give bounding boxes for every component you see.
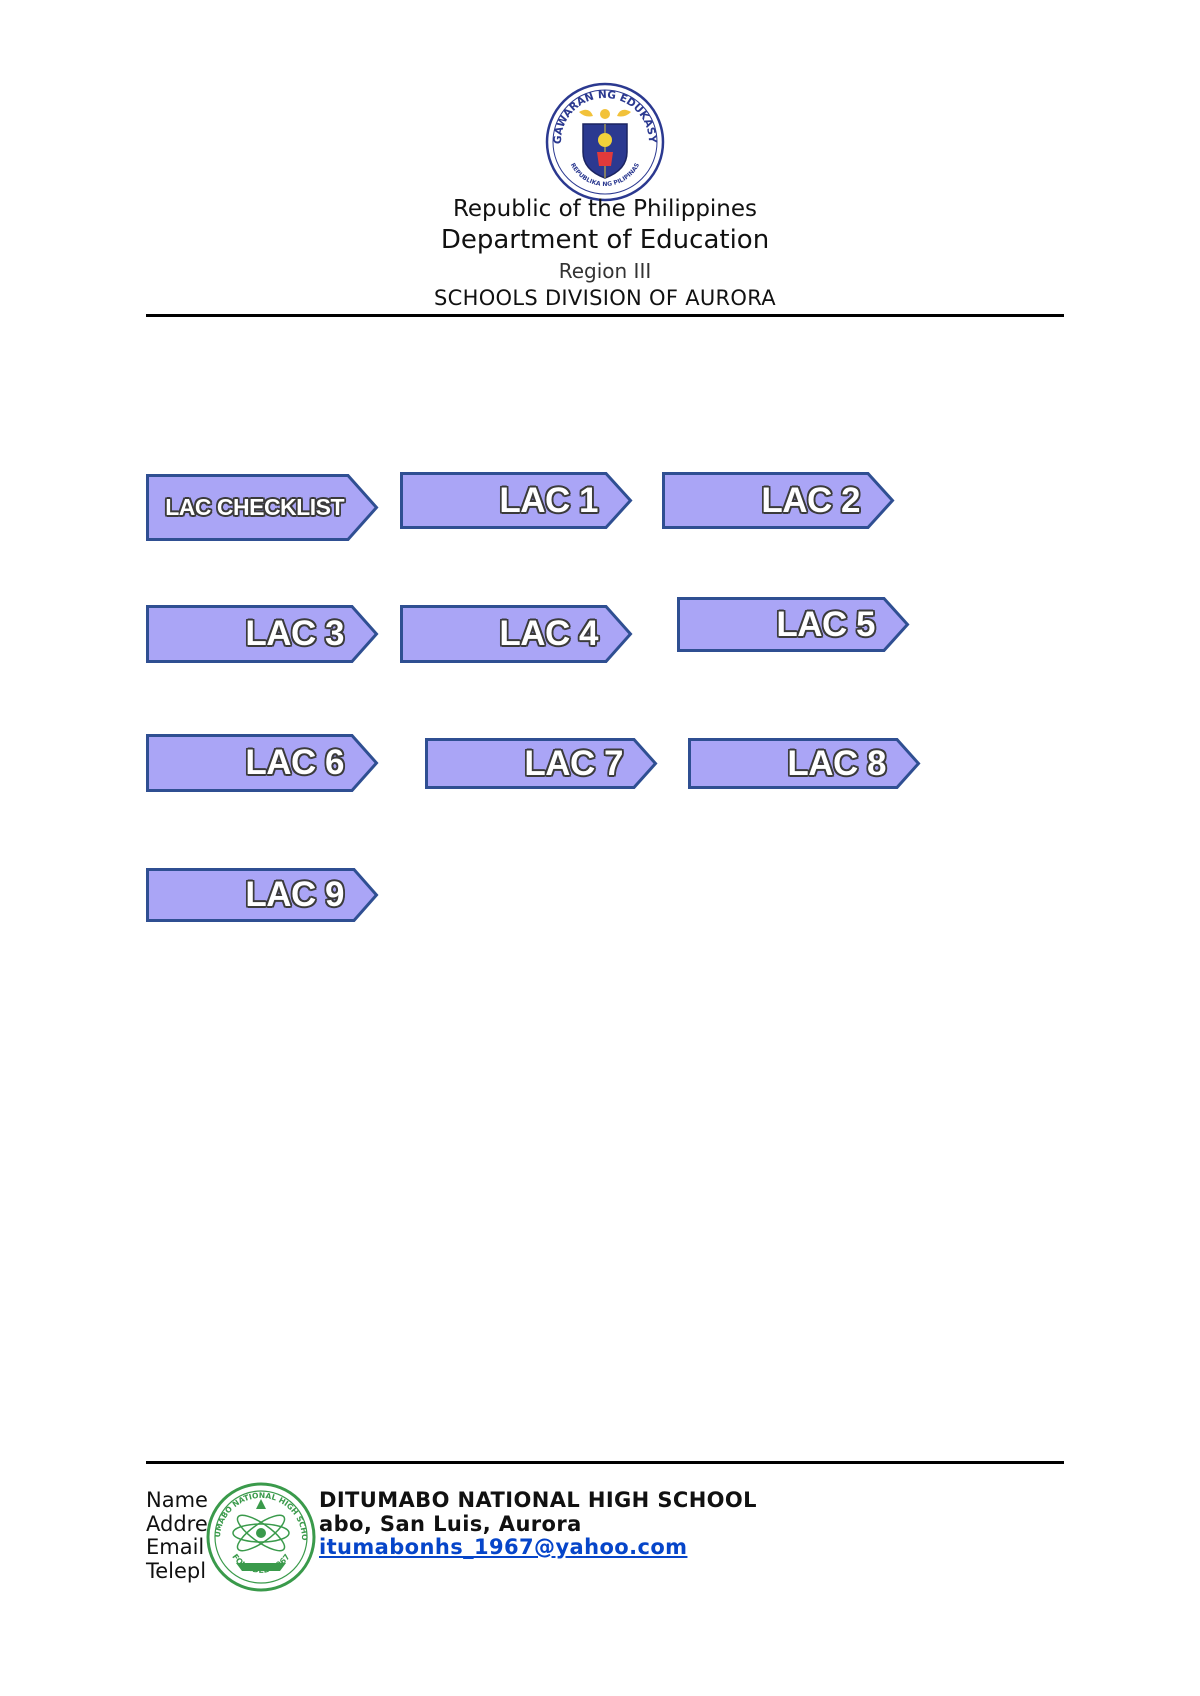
arrow-shape bbox=[146, 474, 379, 541]
lac-1-button[interactable]: LAC 1 bbox=[400, 472, 633, 529]
button-label: LAC 7 bbox=[524, 743, 623, 783]
button-label: LAC 6 bbox=[245, 743, 344, 782]
button-label: LAC 8 bbox=[787, 743, 886, 783]
arrow-shape bbox=[146, 868, 379, 922]
arrow-shape bbox=[400, 605, 633, 663]
arrow-shape bbox=[146, 734, 379, 792]
lac-checklist-button[interactable]: LAC CHECKLIST bbox=[146, 474, 379, 541]
arrow-shape bbox=[425, 738, 658, 789]
lac-9-button[interactable]: LAC 9 bbox=[146, 868, 379, 922]
department-title: Department of Education bbox=[440, 225, 770, 255]
arrow-shape bbox=[677, 597, 910, 652]
lac-7-button[interactable]: LAC 7 bbox=[425, 738, 658, 789]
footer-label-address: Addre bbox=[146, 1512, 208, 1536]
lac-3-button[interactable]: LAC 3 bbox=[146, 605, 379, 663]
division-line: SCHOOLS DIVISION OF AURORA bbox=[434, 286, 776, 310]
region-line: Region III bbox=[558, 259, 652, 283]
button-label: LAC 9 bbox=[245, 875, 344, 914]
lac-2-button[interactable]: LAC 2 bbox=[662, 472, 895, 529]
button-label: LAC 1 bbox=[499, 480, 598, 520]
footer-label-name: Name bbox=[146, 1488, 208, 1512]
button-label: LAC 2 bbox=[761, 480, 860, 520]
lac-5-button[interactable]: LAC 5 bbox=[677, 597, 910, 652]
school-logo: DITUMABO NATIONAL HIGH SCHOOL FOUNDED 19… bbox=[203, 1474, 316, 1593]
republic-line: Republic of the Philippines bbox=[452, 196, 758, 222]
deped-seal-logo: KAGAWARAN NG EDUKASYON REPUBLIKA NG PILI… bbox=[541, 73, 665, 202]
arrow-shape bbox=[146, 605, 379, 663]
school-name: DITUMABO NATIONAL HIGH SCHOOL bbox=[319, 1488, 757, 1512]
footer-label-telephone: Telepl bbox=[146, 1559, 207, 1583]
button-label: LAC 3 bbox=[245, 614, 344, 653]
lac-8-button[interactable]: LAC 8 bbox=[688, 738, 921, 789]
email-link[interactable]: itumabonhs_1967@yahoo.com bbox=[319, 1535, 688, 1559]
school-address: abo, San Luis, Aurora bbox=[319, 1512, 582, 1536]
button-label: LAC 4 bbox=[499, 614, 598, 653]
lac-4-button[interactable]: LAC 4 bbox=[400, 605, 633, 663]
footer-divider bbox=[146, 1461, 1064, 1464]
button-label: LAC CHECKLIST bbox=[165, 494, 344, 520]
arrow-shape bbox=[400, 472, 633, 529]
arrow-shape bbox=[662, 472, 895, 529]
lac-6-button[interactable]: LAC 6 bbox=[146, 734, 379, 792]
arrow-shape bbox=[688, 738, 921, 789]
header-divider bbox=[146, 314, 1064, 317]
footer-label-email: Email bbox=[146, 1535, 205, 1559]
button-label: LAC 5 bbox=[776, 604, 875, 644]
